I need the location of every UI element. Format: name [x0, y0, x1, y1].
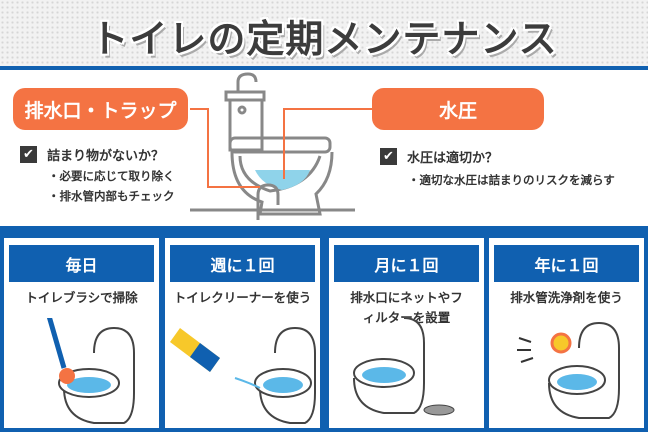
check-text: 詰まり物がないか？	[47, 149, 165, 164]
bullet: ・排水管内部もチェック	[48, 189, 175, 203]
card-heading: 毎日	[9, 245, 154, 282]
card-heading: 年に１回	[494, 245, 639, 282]
card-monthly: 月に１回 排水口にネットやフィルターを設置	[329, 238, 484, 428]
check-text: 水圧は適切か？	[407, 151, 499, 166]
drain-net-icon	[353, 318, 455, 416]
divider	[0, 226, 648, 230]
drain-check: ✔ 詰まり物がないか？	[20, 145, 164, 164]
card-desc: トイレクリーナーを使う	[173, 290, 312, 305]
drain-trap-label: 排水口・トラップ	[13, 88, 188, 130]
card-desc: 排水口にネットやフィルターを設置	[350, 290, 463, 325]
water-pressure-label: 水圧	[372, 88, 544, 130]
toilet-brush-icon	[46, 318, 135, 424]
page-title: トイレの定期メンテナンス	[90, 17, 558, 61]
card-desc: トイレブラシで掃除	[25, 290, 138, 305]
toilet-cleaner-icon	[170, 326, 316, 424]
checkbox-icon: ✔	[20, 146, 37, 163]
divider	[0, 66, 648, 70]
card-yearly: 年に１回 排水管洗浄剤を使う	[489, 238, 644, 428]
title-banner: トイレの定期メンテナンス	[0, 0, 648, 66]
checkbox-icon: ✔	[380, 148, 397, 165]
bullet: ・適切な水圧は詰まりのリスクを減らす	[408, 173, 615, 187]
card-heading: 週に１回	[170, 245, 315, 282]
card-heading: 月に１回	[334, 245, 479, 282]
card-daily: 毎日 トイレブラシで掃除	[4, 238, 159, 428]
toilet-diagram	[190, 72, 372, 220]
card-desc: 排水管洗浄剤を使う	[510, 290, 623, 305]
pressure-check: ✔ 水圧は適切か？	[380, 147, 498, 166]
bullet: ・必要に応じて取り除く	[48, 169, 175, 183]
pipe-cleaner-icon	[517, 321, 620, 419]
card-weekly: 週に１回 トイレクリーナーを使う	[165, 238, 320, 428]
